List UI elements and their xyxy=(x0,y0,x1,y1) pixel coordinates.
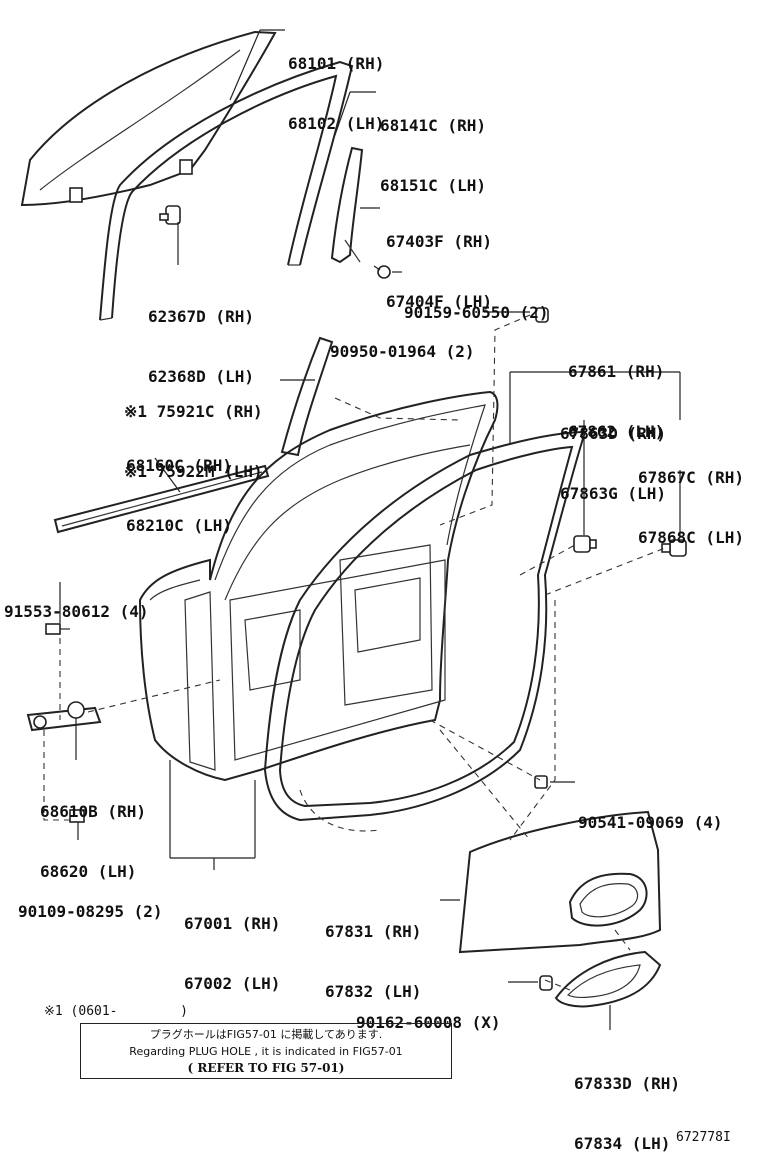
label-62367d: 62367D (RH) 62368D (LH) xyxy=(148,267,254,407)
label-68610b-rh: 68610B (RH) xyxy=(40,802,146,821)
label-90159-text: 90159-60550 (2) xyxy=(404,303,549,322)
door-glass-part xyxy=(20,30,277,207)
label-62367d-lh: 62368D (LH) xyxy=(148,367,254,386)
label-67001: 67001 (RH) 67002 (LH) xyxy=(184,874,280,1014)
bolt-91553-icon xyxy=(45,623,70,635)
label-67403f: 67403F (RH) 67404F (LH) xyxy=(386,192,492,332)
note-line-japanese: プラグホールはFIG57-01 に掲載してあります. xyxy=(149,1028,383,1041)
label-67833d-rh: 67833D (RH) xyxy=(574,1074,680,1093)
label-68610b: 68610B (RH) 68620 (LH) xyxy=(40,762,146,902)
door-panel-part xyxy=(138,390,499,782)
label-67863d-rh: 67863D (RH) xyxy=(560,424,666,443)
plug-hole-note: プラグホールはFIG57-01 に掲載してあります. Regarding PLU… xyxy=(80,1023,452,1079)
label-91553-text: 91553-80612 (4) xyxy=(4,602,149,621)
clip-67867c-icon xyxy=(661,539,687,557)
label-68141c-lh: 68151C (LH) xyxy=(380,176,486,195)
footnote-text: ※1 (0601- ) xyxy=(44,1004,188,1019)
belt-moulding-part xyxy=(53,464,270,534)
label-67831-rh: 67831 (RH) xyxy=(325,922,422,941)
label-75921c-lh: ※1 75922M (LH) xyxy=(124,462,263,481)
door-parts-diagram xyxy=(20,29,687,1030)
label-68160c: 68160C (RH) 68210C (LH) xyxy=(126,416,232,556)
label-90162: 90162-60008 (X) xyxy=(356,973,501,1053)
frame-garnish-part xyxy=(280,336,334,457)
dashed-guides xyxy=(43,314,666,991)
label-67867c-rh: 67867C (RH) xyxy=(638,468,744,487)
label-67831-lh: 67832 (LH) xyxy=(325,982,422,1001)
label-75921c-rh: ※1 75921C (RH) xyxy=(124,402,263,421)
label-90541: 90541-09069 (4) xyxy=(578,773,723,853)
label-68101: 68101 (RH) 68102 (LH) xyxy=(288,14,384,154)
note-line-reference: ( REFER TO FIG 57-01) xyxy=(187,1061,345,1075)
bolt-90159-icon xyxy=(373,265,391,279)
label-67863d-lh: 67863G (LH) xyxy=(560,484,666,503)
label-67001-rh: 67001 (RH) xyxy=(184,914,281,933)
label-67001-lh: 67002 (LH) xyxy=(184,974,281,993)
note-line-english: Regarding PLUG HOLE , it is indicated in… xyxy=(129,1045,403,1058)
figure-id-text: 672778I xyxy=(676,1130,731,1145)
label-68141c: 68141C (RH) 68151C (LH) xyxy=(380,76,486,216)
label-67861-rh: 67861 (RH) xyxy=(568,362,665,381)
label-75921c: ※1 75921C (RH) ※1 75922M (LH) xyxy=(124,362,263,502)
label-62367d-rh: 62367D (RH) xyxy=(148,307,254,326)
label-67861-lh: 67862 (LH) xyxy=(568,422,665,441)
label-68610b-lh: 68620 (LH) xyxy=(40,862,137,881)
label-67863d: 67863D (RH) 67863G (LH) xyxy=(560,384,666,524)
division-bar-part xyxy=(330,146,364,264)
label-67867c: 67867C (RH) 67868C (LH) xyxy=(638,428,744,568)
clip-90162-icon xyxy=(539,975,553,991)
bolt-90109-icon xyxy=(69,809,85,823)
clip-90950-icon xyxy=(535,307,549,323)
leader-lines xyxy=(59,29,681,1030)
label-90159: 90159-60550 (2) xyxy=(404,263,549,343)
label-67861: 67861 (RH) 67862 (LH) xyxy=(568,322,664,462)
label-90950-text: 90950-01964 (2) xyxy=(330,342,475,361)
clip-62367d-icon xyxy=(159,205,181,225)
label-90162-text: 90162-60008 (X) xyxy=(356,1013,501,1032)
label-68101-lh: 68102 (LH) xyxy=(288,114,385,133)
service-hole-cover-part xyxy=(458,810,662,954)
label-67867c-lh: 67868C (LH) xyxy=(638,528,744,547)
label-90109-text: 90109-08295 (2) xyxy=(18,902,163,921)
label-90950: 90950-01964 (2) xyxy=(330,302,475,382)
label-68160c-rh: 68160C (RH) xyxy=(126,456,232,475)
label-67403f-lh: 67404F (LH) xyxy=(386,292,492,311)
label-67831: 67831 (RH) 67832 (LH) xyxy=(325,882,421,1022)
footnote-label: ※1 (0601- ) xyxy=(44,962,188,1042)
hole-cover-part xyxy=(554,950,662,1008)
glass-run-part xyxy=(99,60,354,321)
door-weatherstrip-part xyxy=(263,430,587,822)
clip-67863d-icon xyxy=(573,535,597,553)
door-check-part xyxy=(26,701,102,732)
label-90109: 90109-08295 (2) xyxy=(18,862,163,942)
label-67403f-rh: 67403F (RH) xyxy=(386,232,492,251)
label-67833d-lh: 67834 (LH) xyxy=(574,1134,671,1153)
label-91553: 91553-80612 (4) xyxy=(4,562,149,642)
label-68141c-rh: 68141C (RH) xyxy=(380,116,486,135)
label-68160c-lh: 68210C (LH) xyxy=(126,516,232,535)
label-67833d: 67833D (RH) 67834 (LH) xyxy=(574,1034,680,1174)
label-90541-text: 90541-09069 (4) xyxy=(578,813,723,832)
figure-id: 672778I xyxy=(676,1088,731,1168)
label-68101-rh: 68101 (RH) xyxy=(288,54,385,73)
